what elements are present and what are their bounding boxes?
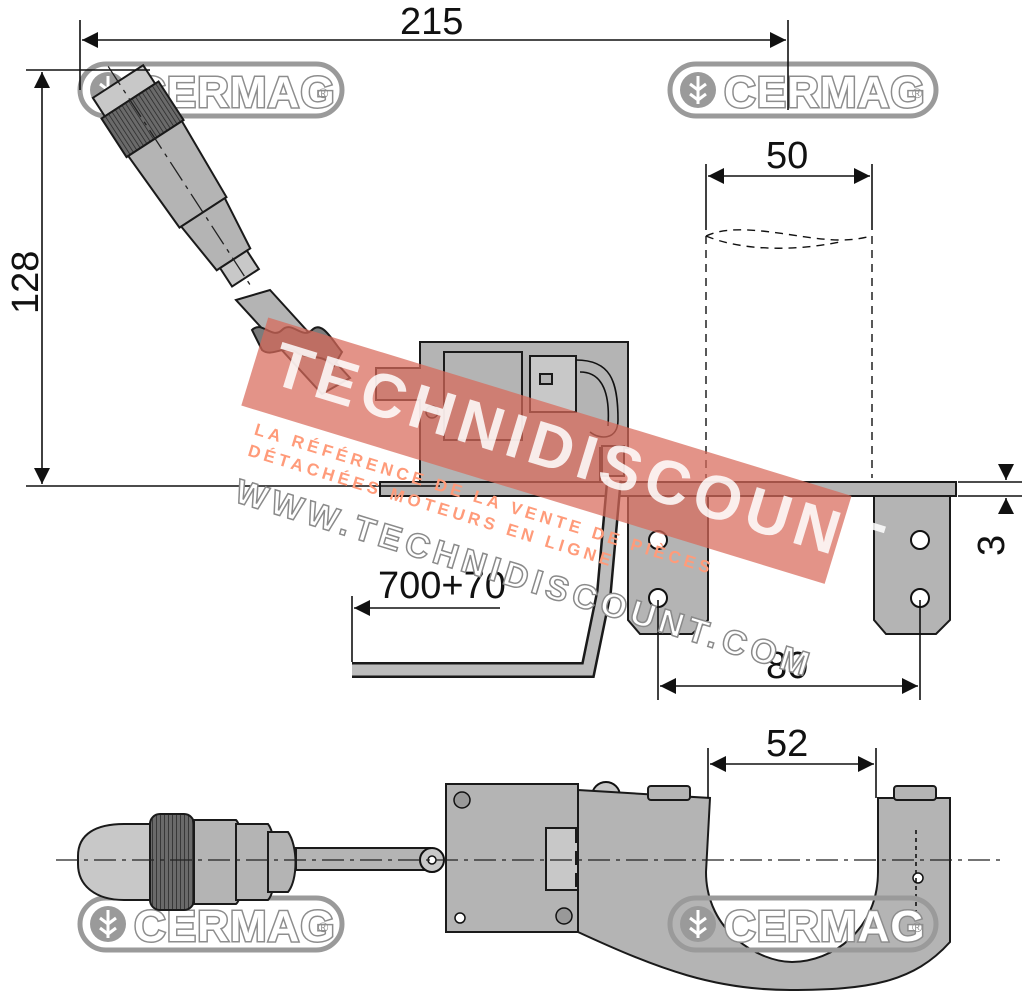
dimension-label-50: 50 <box>766 135 808 177</box>
dimension-label-215: 215 <box>400 1 463 43</box>
switch-top-view <box>56 781 1000 992</box>
cermag-logo-text: CERMAG <box>724 902 926 951</box>
cermag-logo-bottom-right: CERMAG ® <box>667 895 939 953</box>
dimension-cable-length: 700+70 <box>351 565 506 662</box>
dimension-label-3: 3 <box>971 535 1013 556</box>
dimension-height: 128 <box>5 69 440 487</box>
dimension-label-cable: 700+70 <box>378 565 506 607</box>
registered-mark: ® <box>318 919 329 935</box>
registered-mark: ® <box>912 919 923 935</box>
dimension-clamp-opening: 52 <box>707 723 877 798</box>
dimension-plate-thickness: 3 <box>958 464 1022 556</box>
registered-mark: ® <box>318 85 329 101</box>
cermag-logo-top-right: CERMAG ® <box>667 61 939 119</box>
dimension-label-52: 52 <box>766 723 808 765</box>
dimension-label-128: 128 <box>5 251 47 314</box>
watermark-band <box>241 317 852 584</box>
dimension-hole-spacing: 80 <box>657 600 921 700</box>
dimension-overall-length: 215 <box>79 1 789 110</box>
registered-mark: ® <box>912 85 923 101</box>
dimension-label-80: 80 <box>766 645 808 687</box>
cermag-logo-text: CERMAG <box>724 68 926 117</box>
dimension-column-width: 50 <box>705 135 873 230</box>
cermag-logo-bottom-left: CERMAG ® <box>77 895 345 953</box>
